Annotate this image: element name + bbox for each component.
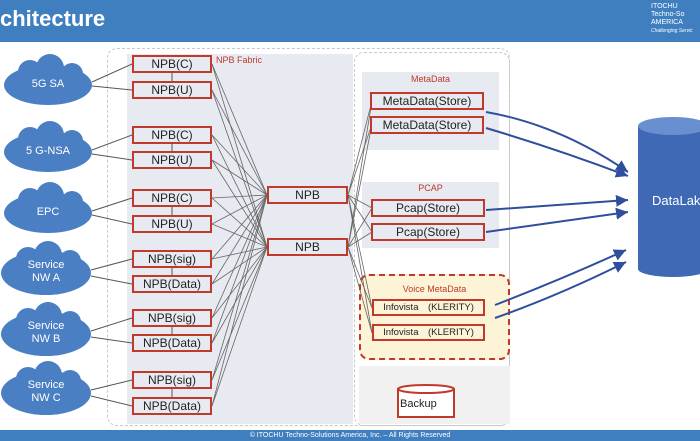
cloud-3-line1: Service	[27, 259, 65, 271]
infovista-box: Infovista (KLERITY)	[372, 299, 485, 316]
npb-edge-box: NPB(U)	[132, 151, 212, 169]
cloud-service-a	[1, 241, 91, 295]
fabric-mesh	[211, 63, 268, 407]
header-bar: chitecture ITOCHU Techno-So AMERICA Chal…	[0, 0, 700, 42]
cloud-5g-sa	[4, 54, 92, 105]
npb-edge-box: NPB(U)	[132, 215, 212, 233]
npb-edge-box: NPB(sig)	[132, 371, 212, 389]
pcap-store-box: Pcap(Store)	[371, 199, 485, 217]
cloud-3-line2: NW A	[31, 272, 61, 284]
core-to-storage	[347, 100, 373, 334]
cloud-4-line2: NW B	[31, 333, 61, 345]
cloud-label-1: 5 G-NSA	[6, 145, 90, 158]
voice-metadata-title: Voice MetaData	[402, 284, 467, 294]
npb-edge-box: NPB(sig)	[132, 309, 212, 327]
source-links	[90, 63, 173, 407]
npb-edge-box: NPB(Data)	[132, 397, 212, 415]
fabric-label: NPB Fabric	[216, 55, 263, 65]
backup-cylinder	[397, 384, 455, 418]
logo-line-2: Techno-So	[651, 11, 685, 18]
cloud-5g-nsa	[4, 121, 92, 172]
cloud-2-line1: EPC	[36, 206, 60, 218]
logo-line-3: AMERICA	[651, 19, 683, 26]
cloud-1-line1: 5 G-NSA	[25, 145, 70, 157]
cloud-shapes	[1, 54, 92, 415]
npb-edge-box: NPB(C)	[132, 126, 212, 144]
npb-edge-box: NPB(U)	[132, 81, 212, 99]
datalake-cylinder	[638, 117, 700, 277]
cloud-0-line1: 5G SA	[31, 78, 65, 90]
npb-core-box: NPB	[267, 238, 348, 256]
cloud-service-c	[1, 361, 91, 415]
voice-metadata-panel	[359, 274, 510, 360]
npb-edge-box: NPB(Data)	[132, 334, 212, 352]
metadata-title: MetaData	[410, 74, 451, 84]
company-logo: ITOCHU Techno-So AMERICA Challenging Ser…	[651, 3, 700, 39]
backup-label: Backup	[400, 398, 437, 410]
infovista-box: Infovista (KLERITY)	[372, 324, 485, 341]
npb-edge-box: NPB(C)	[132, 189, 212, 207]
logo-tagline: Challenging Servic	[651, 28, 693, 34]
npb-edge-box: NPB(sig)	[132, 250, 212, 268]
cloud-4-line1: Service	[27, 320, 65, 332]
datalake-label: DataLak	[652, 193, 700, 208]
pcap-title: PCAP	[418, 183, 443, 193]
datalake-arrows	[485, 111, 629, 319]
metadata-store-box: MetaData(Store)	[370, 92, 484, 110]
logo-line-1: ITOCHU	[651, 3, 678, 10]
footer-copyright: © ITOCHU Techno-Solutions America, Inc. …	[0, 430, 700, 441]
cloud-5-line2: NW C	[31, 392, 61, 404]
npb-edge-box: NPB(C)	[132, 55, 212, 73]
npb-edge-box: NPB(Data)	[132, 275, 212, 293]
npb-core-box: NPB	[267, 186, 348, 204]
cloud-service-b	[1, 302, 91, 356]
metadata-panel	[362, 72, 499, 150]
metadata-store-box: MetaData(Store)	[370, 116, 484, 134]
page-title: chitecture	[0, 6, 106, 31]
cloud-label-0: 5G SA	[6, 78, 90, 91]
cloud-epc	[4, 182, 92, 233]
pcap-store-box: Pcap(Store)	[371, 223, 485, 241]
storage-outline	[354, 52, 510, 426]
cloud-label-2: EPC	[6, 206, 90, 219]
cloud-5-line1: Service	[27, 379, 65, 391]
